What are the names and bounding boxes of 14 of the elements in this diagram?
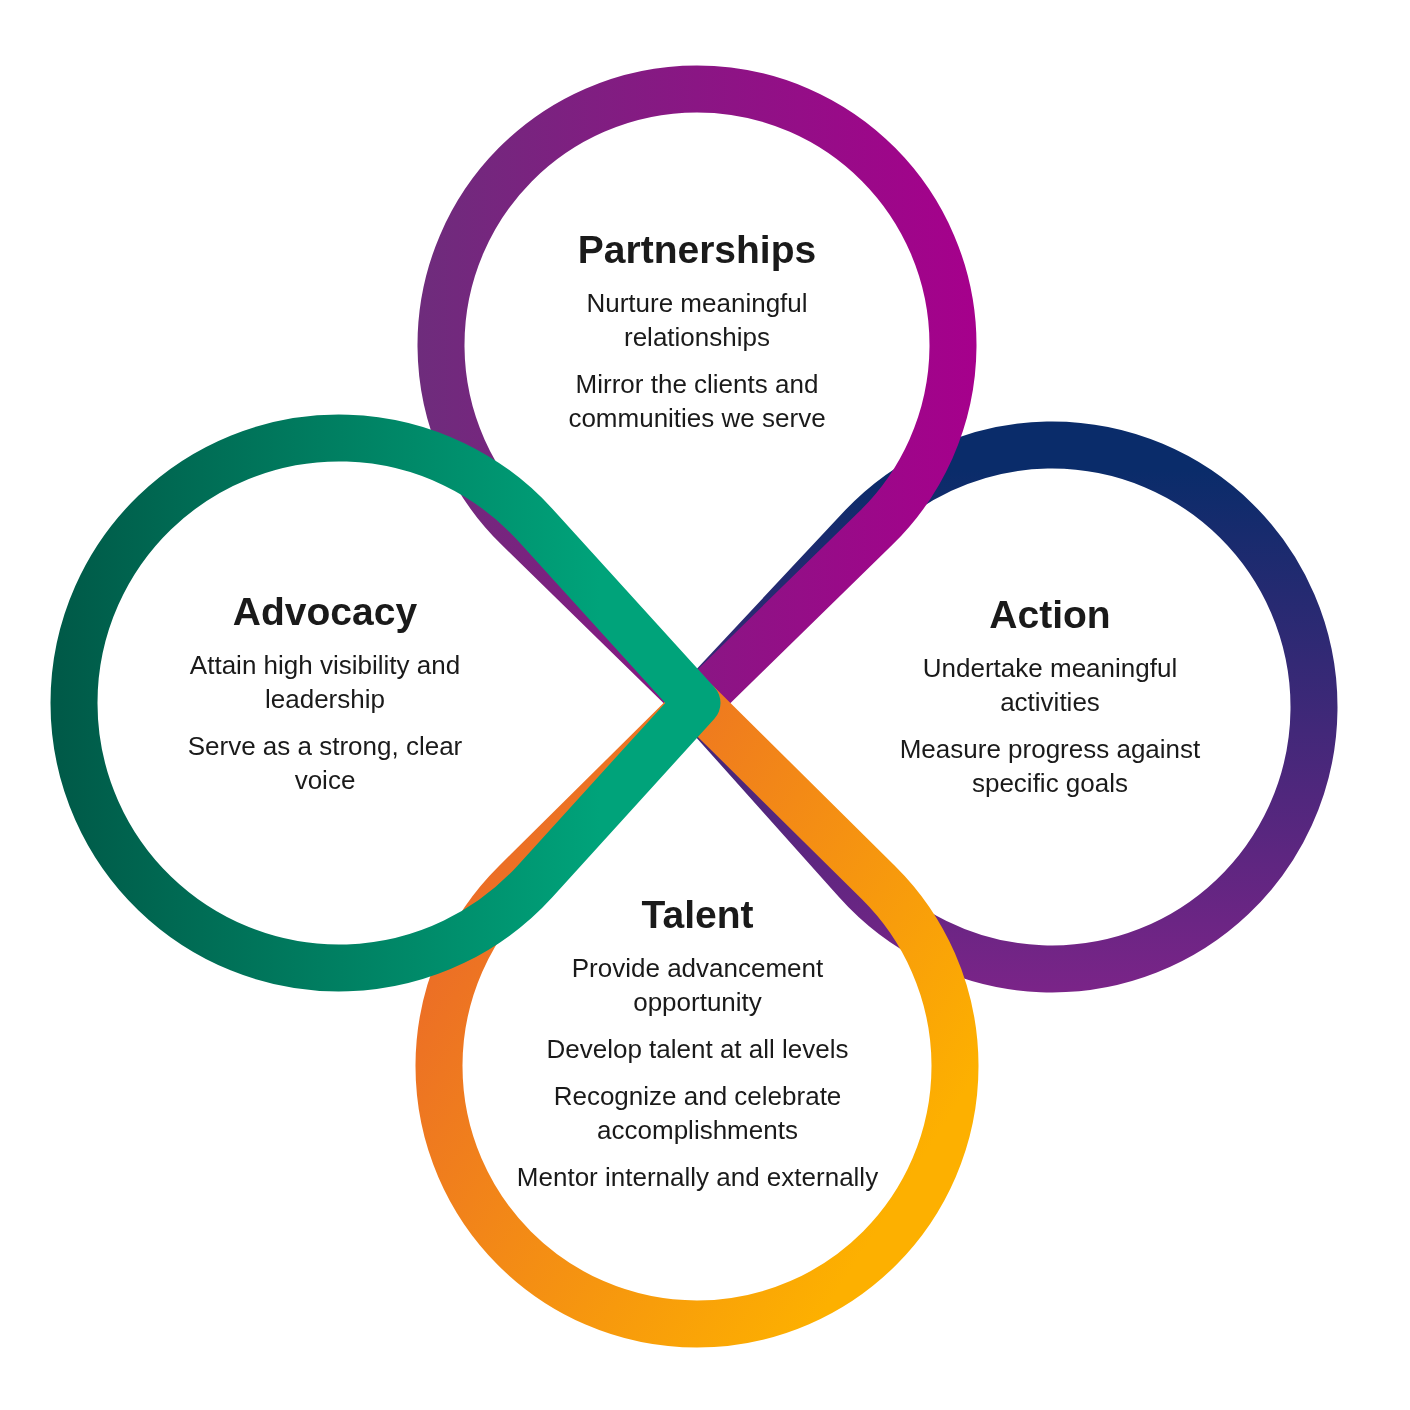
- loop-text: Serve as a strong, clear voice: [186, 730, 464, 797]
- loop-text: Mirror the clients and communities we serve: [567, 368, 827, 435]
- loop-text: Develop talent at all levels: [545, 1033, 850, 1066]
- loop-title: Partnerships: [576, 228, 818, 272]
- loop-text: Nurture meaningful relationships: [585, 287, 809, 354]
- loop-text: Recognize and celebrate accomplishments: [552, 1080, 843, 1147]
- loop-title: Talent: [640, 893, 755, 937]
- loop-text: Provide advancement opportunity: [570, 952, 825, 1019]
- loop-title: Advocacy: [231, 590, 419, 634]
- loop-title: Action: [988, 593, 1112, 637]
- loop-text: Measure progress against specific goals: [898, 733, 1202, 800]
- loop-text: Attain high visibility and leadership: [188, 649, 462, 716]
- loop-text: Undertake meaningful activities: [921, 652, 1179, 719]
- loop-text: Mentor internally and externally: [515, 1161, 880, 1194]
